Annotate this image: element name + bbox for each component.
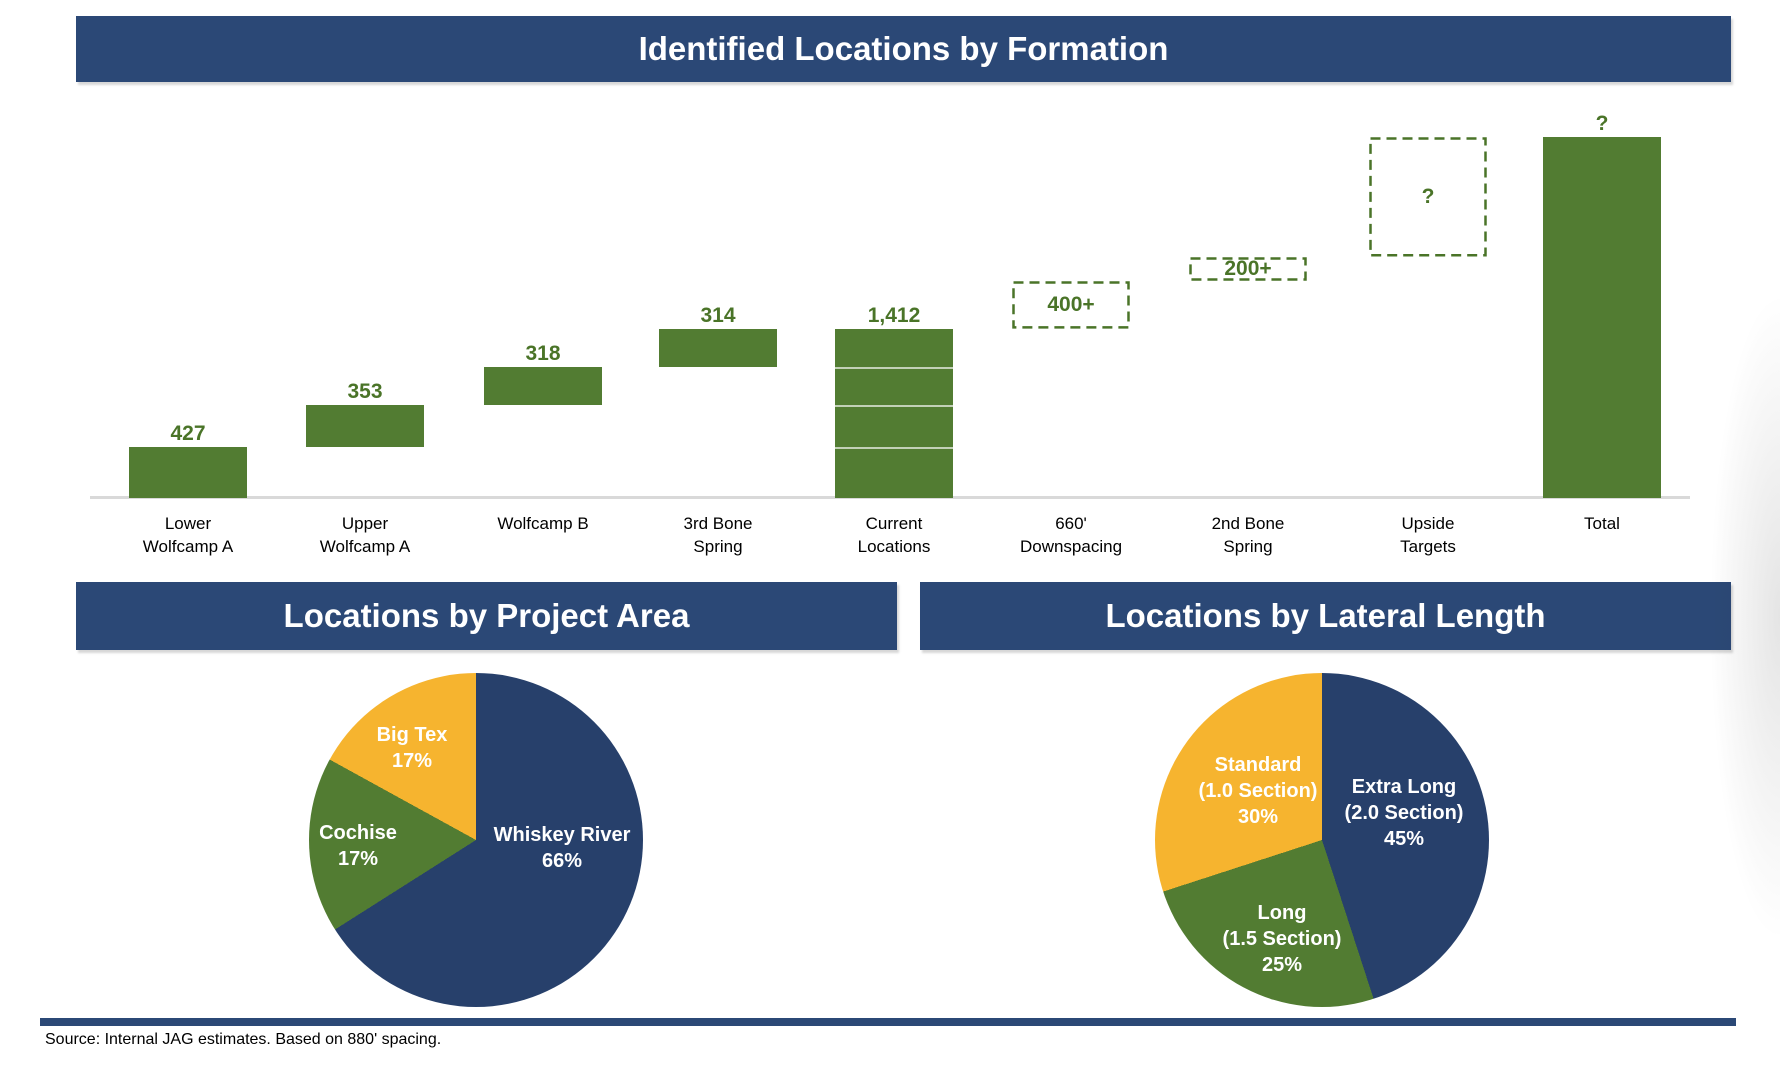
lateral-length-title-bar: Locations by Lateral Length <box>920 582 1731 650</box>
waterfall-bar-upper-wolfcamp-a <box>306 404 424 447</box>
waterfall-value-label-current-locations: 1,412 <box>867 304 921 327</box>
waterfall-value-label-wolfcamp-b: 318 <box>525 341 561 365</box>
waterfall-segment-divider <box>835 404 953 407</box>
pie-label-extra-long-2-0-section: Extra Long(2.0 Section)45% <box>1344 776 1464 850</box>
waterfall-value-label-total: ? <box>1595 112 1609 136</box>
waterfall-bar-lower-wolfcamp-a <box>129 446 247 498</box>
formation-chart-title-bar: Identified Locations by Formation <box>76 16 1731 82</box>
waterfall-segment-divider <box>835 366 953 369</box>
waterfall-dashed-box-2nd-bone-spring: 200+ <box>1189 257 1307 281</box>
formation-chart-title: Identified Locations by Formation <box>638 30 1169 67</box>
waterfall-value-label-2nd-bone-spring: 200+ <box>1224 257 1272 281</box>
waterfall-bar-total <box>1543 137 1661 498</box>
waterfall-bar-wolfcamp-b <box>484 366 602 405</box>
waterfall-value-label-upper-wolfcamp-a: 353 <box>347 379 383 403</box>
pie-label-standard-1-0-section: Standard(1.0 Section)30% <box>1198 754 1318 828</box>
waterfall-segment-divider <box>835 446 953 449</box>
waterfall-dashed-box-upside-targets: ? <box>1369 137 1487 257</box>
waterfall-value-label-660-downspacing: 400+ <box>1047 293 1095 317</box>
waterfall-dashed-box-660-downspacing: 400+ <box>1012 281 1130 329</box>
pie-label-long-1-5-section: Long(1.5 Section)25% <box>1222 902 1342 976</box>
waterfall-value-label-upside-targets: ? <box>1421 185 1435 209</box>
waterfall-bar-current-locations <box>835 329 953 498</box>
waterfall-value-label-lower-wolfcamp-a: 427 <box>170 421 206 445</box>
project-area-title: Locations by Project Area <box>283 597 690 634</box>
waterfall-bar-3rd-bone-spring <box>659 329 777 367</box>
waterfall-axis-label-wolfcamp-b: Wolfcamp B <box>497 514 589 533</box>
waterfall-axis-label-660-downspacing: 660'Downspacing <box>1019 514 1123 556</box>
source-note: Source: Internal JAG estimates. Based on… <box>45 1031 442 1048</box>
bottom-rule <box>40 1018 1736 1026</box>
waterfall-axis-label-total: Total <box>1584 514 1620 533</box>
project-area-title-bar: Locations by Project Area <box>76 582 897 650</box>
waterfall-value-label-3rd-bone-spring: 314 <box>700 304 736 327</box>
lateral-length-title: Locations by Lateral Length <box>1105 597 1546 634</box>
lateral-length-pie: Extra Long(2.0 Section)45%Long(1.5 Secti… <box>1155 673 1489 1007</box>
